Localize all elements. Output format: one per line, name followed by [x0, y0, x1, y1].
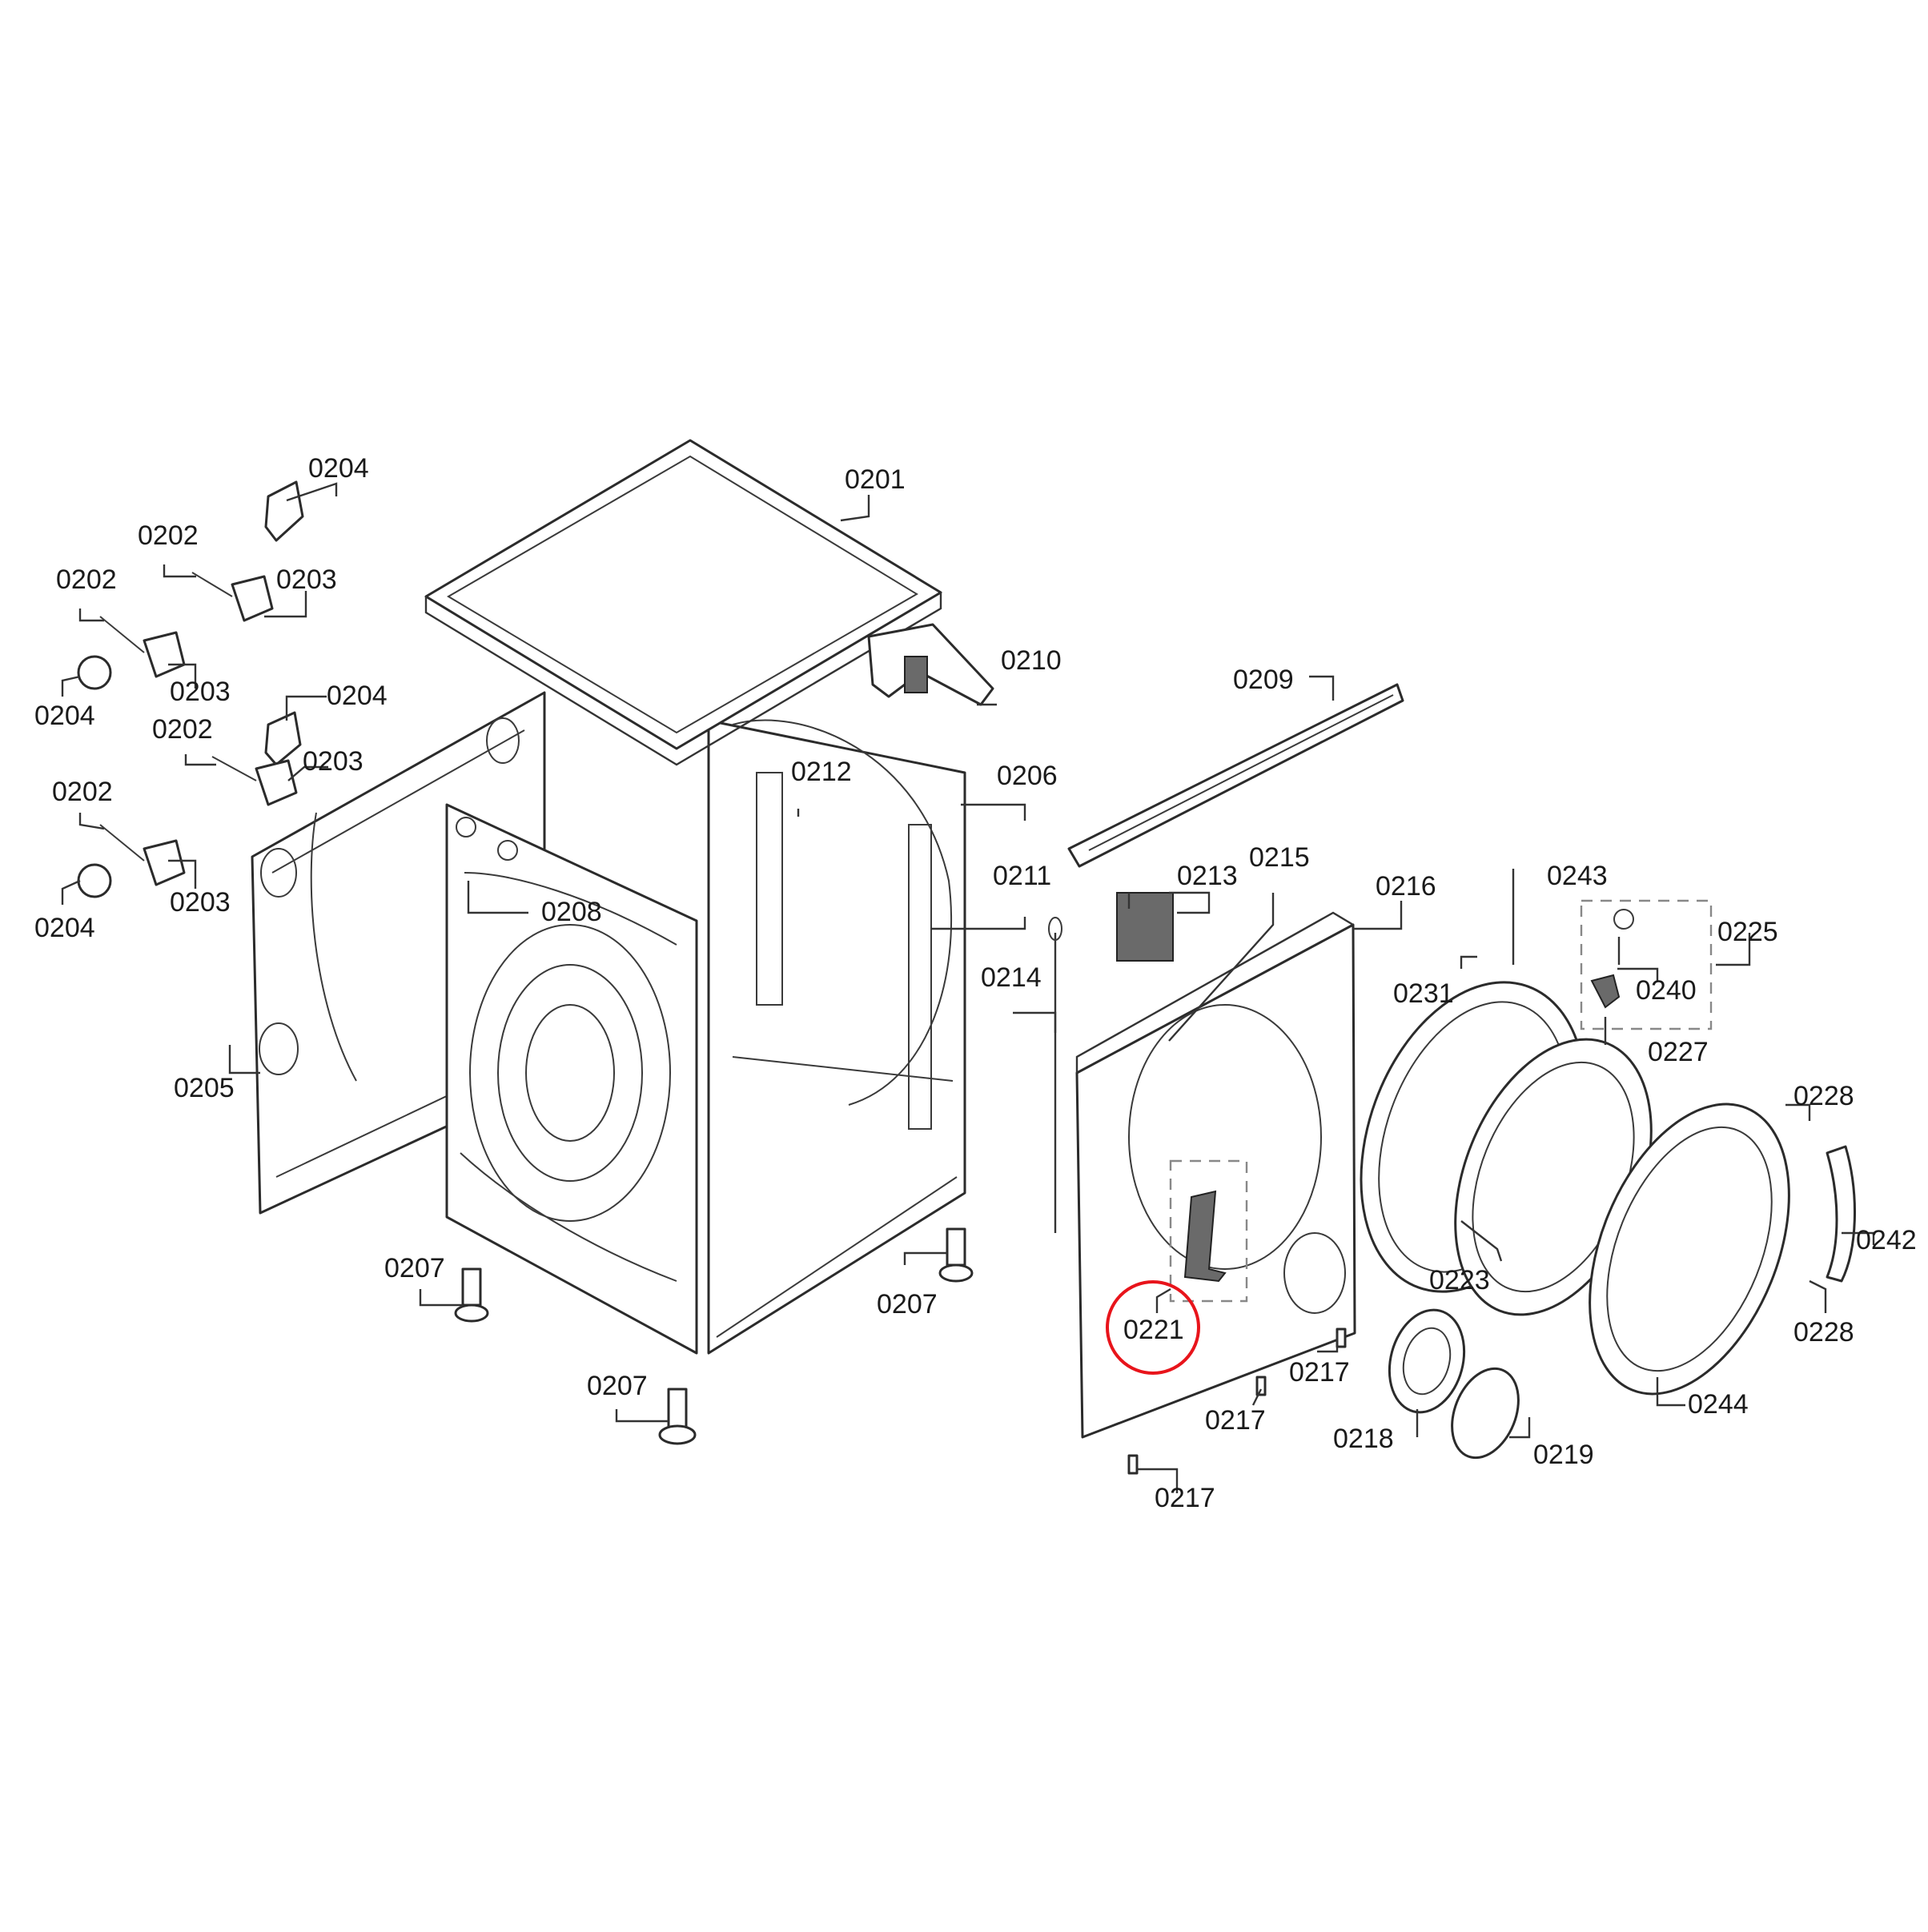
label-0203-a: 0203 [276, 564, 337, 595]
label-0225: 0225 [1717, 917, 1778, 947]
label-0209: 0209 [1233, 665, 1294, 695]
label-0202-c: 0202 [152, 714, 213, 745]
label-0210: 0210 [1001, 645, 1062, 676]
label-0223: 0223 [1429, 1265, 1490, 1295]
label-0208: 0208 [541, 897, 602, 927]
label-0219: 0219 [1533, 1440, 1594, 1470]
foot-0207-b [938, 1227, 974, 1283]
top-bracket-0210 [867, 623, 994, 706]
label-0212: 0212 [791, 757, 852, 787]
label-0215: 0215 [1249, 842, 1310, 873]
label-0203-b: 0203 [170, 677, 231, 707]
label-0205: 0205 [174, 1073, 235, 1103]
cover-0219 [1451, 1367, 1520, 1460]
label-0202-d: 0202 [52, 777, 113, 807]
label-0240: 0240 [1636, 975, 1697, 1006]
highlight-circle [1106, 1280, 1200, 1375]
label-0204-a: 0204 [308, 453, 369, 484]
label-0207-c: 0207 [587, 1371, 648, 1401]
label-0201: 0201 [845, 464, 906, 495]
label-0204-d: 0204 [34, 913, 95, 943]
lock-kit-0225-box [1580, 899, 1713, 1030]
label-0211: 0211 [993, 861, 1051, 891]
door-ring-0244 [1589, 1103, 1790, 1396]
top-rail-0209 [1067, 683, 1404, 962]
cabinet-top-cover [424, 439, 942, 766]
label-0213: 0213 [1177, 861, 1238, 891]
foot-0207-c [658, 1388, 697, 1445]
label-0228-a: 0228 [1793, 1081, 1854, 1111]
label-0204-c: 0204 [34, 701, 95, 731]
label-0231: 0231 [1393, 978, 1454, 1009]
label-0227: 0227 [1648, 1037, 1709, 1067]
label-0217-c: 0217 [1155, 1483, 1215, 1513]
label-0202-b: 0202 [56, 564, 117, 595]
label-0244: 0244 [1688, 1389, 1749, 1420]
label-0202-a: 0202 [138, 520, 199, 551]
label-0207-b: 0207 [877, 1289, 938, 1319]
label-0217-b: 0217 [1205, 1405, 1266, 1436]
cabinet-rear-panel [445, 803, 698, 1355]
label-0216: 0216 [1376, 871, 1436, 902]
front-panel-0216 [1075, 911, 1356, 1439]
guide-rod-0214 [1048, 917, 1062, 1233]
label-0204-b: 0204 [327, 681, 388, 711]
label-0214: 0214 [981, 962, 1042, 993]
label-0217-a: 0217 [1289, 1357, 1350, 1388]
label-0207-a: 0207 [384, 1253, 445, 1283]
label-0228-b: 0228 [1793, 1317, 1854, 1348]
label-0221: 0221 [1123, 1315, 1184, 1345]
handle-0242 [1826, 1145, 1856, 1283]
label-0203-c: 0203 [303, 746, 364, 777]
foot-0207-a [454, 1267, 489, 1323]
label-0242: 0242 [1856, 1225, 1917, 1255]
leader-lines [61, 482, 1875, 1493]
hinge-0218 [1388, 1308, 1466, 1414]
label-0206: 0206 [997, 761, 1058, 791]
label-0203-d: 0203 [170, 887, 231, 918]
label-0243: 0243 [1547, 861, 1608, 891]
label-0218: 0218 [1333, 1424, 1394, 1454]
cabinet-right-panel [707, 719, 966, 1355]
